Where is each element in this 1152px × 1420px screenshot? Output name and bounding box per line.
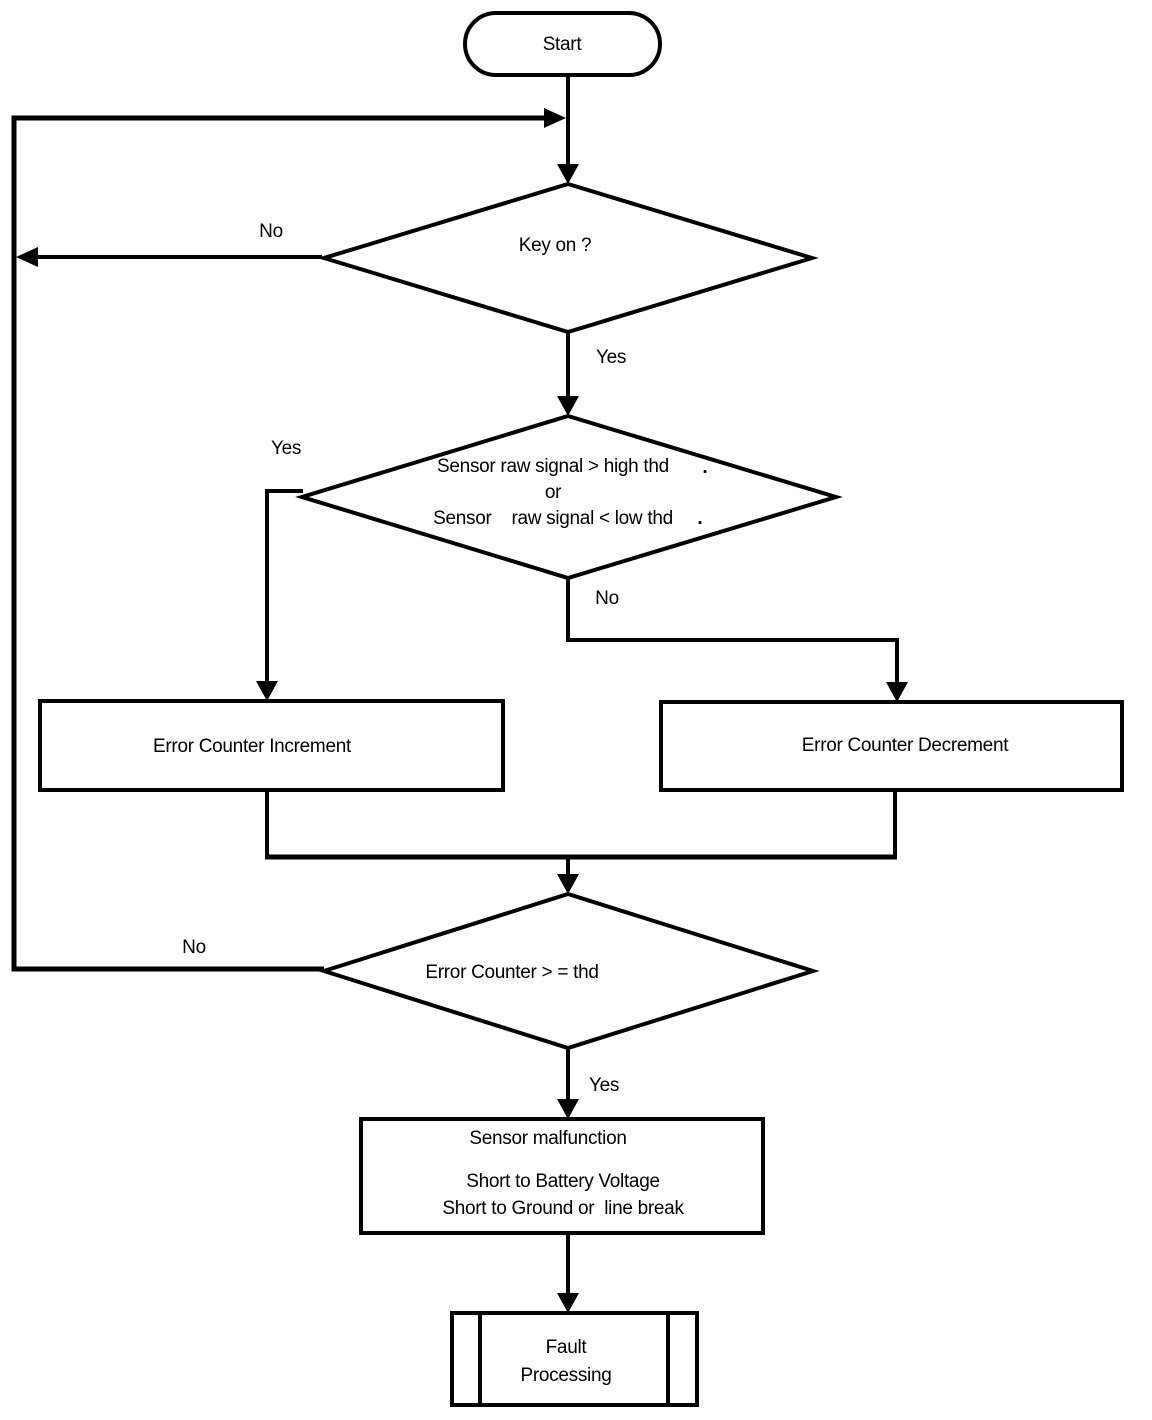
arrowhead-into-malfunction xyxy=(557,1099,579,1119)
edge-label-keyon-no: No xyxy=(259,221,283,242)
sensor-check-diamond-shape xyxy=(295,413,843,581)
sensor-check-label: Sensor raw signal > high thd or Sensor r… xyxy=(433,454,673,532)
sensor-malfunction-box-shape xyxy=(359,1117,765,1235)
edge-feedback-loop xyxy=(11,115,546,972)
edge-label-threshold-no: No xyxy=(182,937,206,958)
fault-processing-line-1: Fault xyxy=(545,1337,587,1358)
arrowhead-into-threshold xyxy=(557,874,579,894)
error-increment-label: Error Counter Increment xyxy=(153,736,351,757)
edge-label-sensor-yes: Yes xyxy=(270,438,302,459)
sensor-malfunction-line-2: Short to Battery Voltage xyxy=(466,1171,660,1192)
sensor-check-line-3: Sensor raw signal < low thd xyxy=(433,508,673,529)
start-terminator-shape xyxy=(463,11,662,77)
counter-threshold-diamond-shape xyxy=(317,891,820,1051)
counter-threshold-label: Error Counter > = thd xyxy=(425,962,599,983)
edge-sensor-yes xyxy=(265,489,303,684)
arrowhead-feedback-into-main xyxy=(544,108,566,128)
fault-processing-line-2: Processing xyxy=(520,1365,612,1386)
arrowhead-into-keyon xyxy=(557,164,579,184)
sensor-malfunction-title: Sensor malfunction xyxy=(469,1128,627,1149)
error-decrement-box-shape xyxy=(659,700,1124,792)
fault-processing-label: Fault Processing xyxy=(521,1334,612,1390)
edge-sensor-no xyxy=(566,578,899,685)
sensor-check-line-2: or xyxy=(544,482,562,503)
edge-label-keyon-yes: Yes xyxy=(595,347,627,368)
edge-label-threshold-yes: Yes xyxy=(588,1075,620,1096)
sensor-check-line-1: Sensor raw signal > high thd xyxy=(437,456,669,477)
edge-label-sensor-no: No xyxy=(595,588,619,609)
error-decrement-label: Error Counter Decrement xyxy=(801,735,1009,756)
arrowhead-into-decrement xyxy=(886,682,908,702)
key-on-label: Key on ? xyxy=(518,235,592,256)
arrowhead-into-fault xyxy=(557,1293,579,1313)
stray-dot-2: . xyxy=(697,508,703,529)
fault-processing-box-shape xyxy=(450,1311,699,1407)
error-increment-box-shape xyxy=(38,699,505,792)
sensor-malfunction-detail: Short to Battery Voltage Short to Ground… xyxy=(442,1168,684,1222)
arrowhead-into-sensor-check xyxy=(557,396,579,416)
sensor-malfunction-line-3: Short to Ground or line break xyxy=(442,1198,684,1219)
stray-dot-1: . xyxy=(702,457,708,478)
start-label: Start xyxy=(542,34,582,55)
arrowhead-into-increment xyxy=(256,681,278,701)
arrowhead-keyon-no xyxy=(16,247,38,267)
key-on-diamond-shape xyxy=(317,181,819,335)
